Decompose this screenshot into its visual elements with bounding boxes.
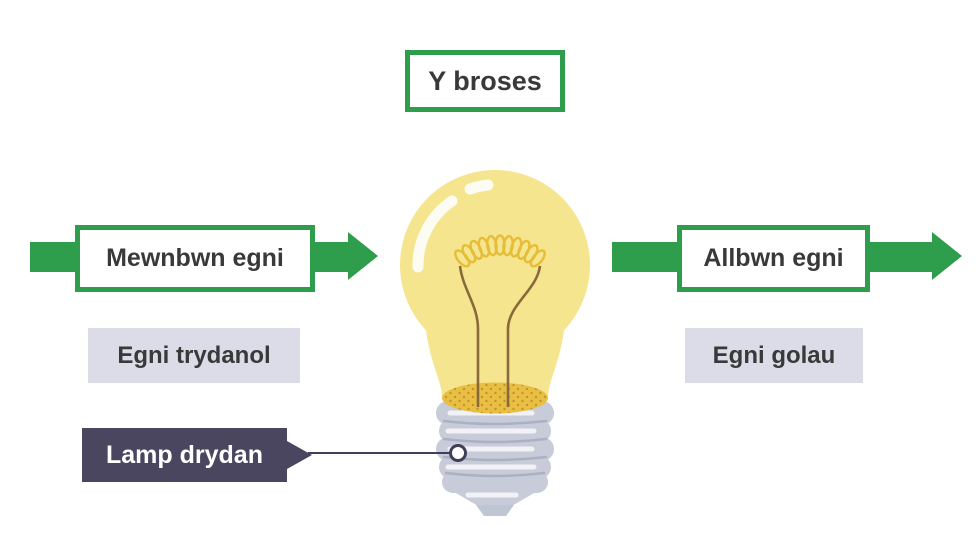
- process-title-box: Y broses: [405, 50, 565, 112]
- process-title-label: Y broses: [428, 65, 542, 96]
- output-energy-label: Egni golau: [712, 341, 836, 369]
- output-arrow-label: Allbwn egni: [703, 244, 844, 272]
- callout-connector: [308, 444, 467, 462]
- input-energy-label: Egni trydanol: [117, 341, 271, 369]
- output-energy-tag: Egni golau: [685, 328, 863, 383]
- lamp-callout-box: Lamp drydan: [82, 428, 287, 482]
- input-arrow-head-icon: [348, 232, 378, 280]
- glass-highlight: [412, 195, 458, 273]
- lamp-callout-label: Lamp drydan: [106, 440, 263, 469]
- input-arrow-label: Mewnbwn egni: [106, 244, 284, 272]
- lamp-callout-pointer-icon: [287, 441, 312, 469]
- callout-anchor-dot: [449, 444, 467, 462]
- output-arrow-label-box: Allbwn egni: [677, 225, 870, 292]
- glass-highlight-dash: [464, 179, 494, 195]
- output-arrow-head-icon: [932, 232, 962, 280]
- filament-coil-icon: [454, 234, 546, 268]
- bulb-glass: [400, 170, 590, 398]
- input-energy-tag: Egni trydanol: [88, 328, 300, 383]
- filament-wires: [458, 265, 542, 407]
- input-arrow-label-box: Mewnbwn egni: [75, 225, 315, 292]
- glass-base-dotted: [442, 382, 548, 414]
